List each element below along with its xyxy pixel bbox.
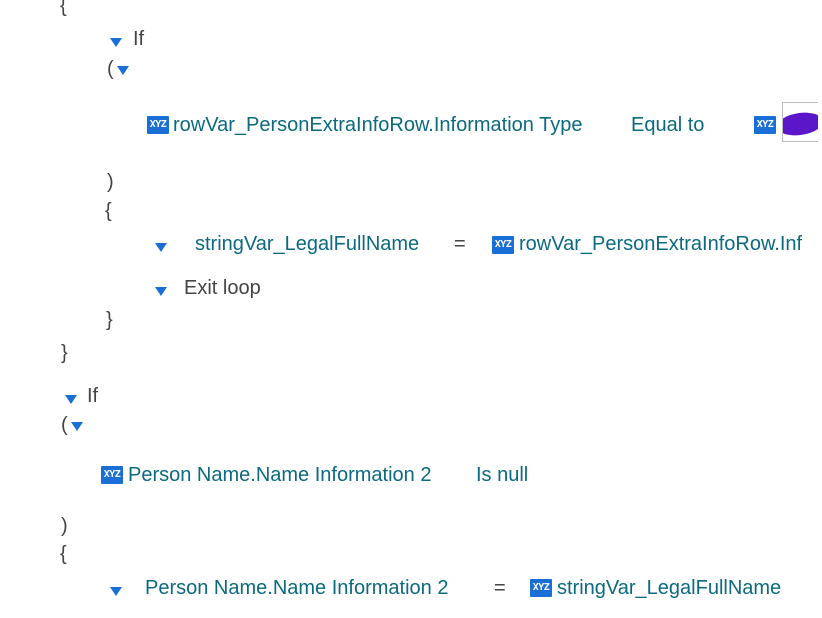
- assign-equals-1: =: [454, 233, 466, 255]
- redaction-scribble: [783, 109, 818, 139]
- variable-icon: XYZ: [101, 466, 123, 484]
- variable-icon: XYZ: [147, 116, 169, 134]
- assign-target-2[interactable]: Person Name.Name Information 2: [145, 577, 449, 599]
- collapse-condition-2-icon[interactable]: [71, 422, 83, 431]
- if-body-open-brace-1: {: [105, 200, 112, 222]
- condition-value-redacted[interactable]: [782, 102, 818, 142]
- collapse-if-2-icon[interactable]: [65, 395, 77, 404]
- collapse-assign-1-icon[interactable]: [155, 243, 167, 252]
- if-keyword-2: If: [87, 385, 99, 407]
- variable-icon: XYZ: [492, 236, 514, 254]
- condition-field-1[interactable]: rowVar_PersonExtraInfoRow.Information Ty…: [173, 114, 583, 136]
- outer-open-brace: {: [60, 0, 67, 17]
- assign-value-2[interactable]: stringVar_LegalFullName: [557, 577, 782, 599]
- condition-close-paren-1: ): [107, 171, 114, 193]
- collapse-if-1-icon[interactable]: [110, 38, 122, 47]
- assign-value-1[interactable]: rowVar_PersonExtraInfoRow.Inf: [519, 233, 803, 255]
- exit-loop-statement: Exit loop: [184, 277, 261, 299]
- collapse-condition-1-icon[interactable]: [117, 66, 129, 75]
- variable-icon: XYZ: [530, 579, 552, 597]
- condition-operator-1[interactable]: Equal to: [631, 114, 705, 136]
- collapse-assign-2-icon[interactable]: [110, 587, 122, 596]
- collapse-exit-loop-icon[interactable]: [155, 287, 167, 296]
- if-body-close-brace-1: }: [106, 309, 113, 331]
- assign-equals-2: =: [494, 577, 506, 599]
- assign-target-1[interactable]: stringVar_LegalFullName: [195, 233, 420, 255]
- condition-operator-2[interactable]: Is null: [476, 464, 529, 486]
- if-keyword-1: If: [133, 28, 145, 50]
- condition-open-paren-1: (: [107, 58, 114, 80]
- if-body-open-brace-2: {: [60, 543, 67, 565]
- condition-field-2[interactable]: Person Name.Name Information 2: [128, 464, 432, 486]
- outer-close-brace: }: [61, 342, 68, 364]
- condition-close-paren-2: ): [61, 515, 68, 537]
- condition-open-paren-2: (: [61, 414, 68, 436]
- variable-icon: XYZ: [754, 116, 776, 134]
